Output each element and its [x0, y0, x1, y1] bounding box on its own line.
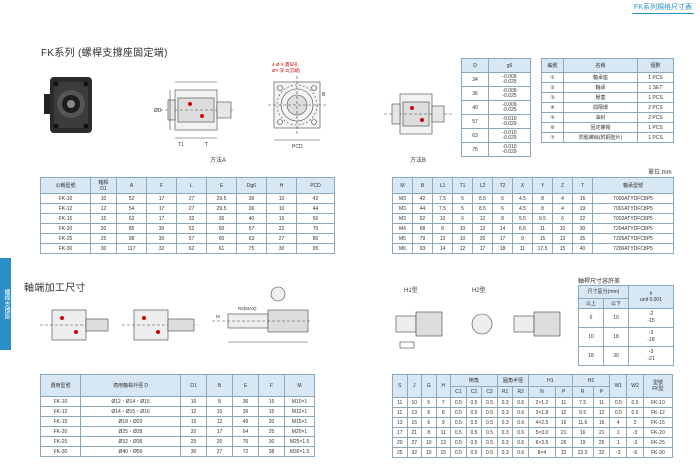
- method-b-drawing: [384, 93, 452, 135]
- svg-text:B: B: [322, 92, 326, 98]
- side-tab[interactable]: 螺桿支撐座: [0, 258, 11, 350]
- h2-label: H2型: [472, 288, 486, 294]
- fit-header-d: D: [461, 58, 489, 73]
- section-header: FK系列規格尺寸表: [632, 2, 694, 14]
- fit-header-g6: g6: [488, 58, 531, 73]
- method-a-drawing: ØD T1 T: [154, 81, 234, 148]
- shaft-end-title: 軸端加工尺寸: [24, 283, 86, 294]
- product-photo: [44, 77, 92, 133]
- h1-label: H1型: [404, 288, 418, 294]
- svg-text:T: T: [205, 142, 208, 148]
- method-a-front-view: 4-Ø X 貫穿孔 ØY 深 Z(沉頭) B PCD: [268, 61, 326, 150]
- unit-label: 單位:mm: [648, 170, 672, 176]
- tolerance-title: 軸桿尺寸容許差: [578, 279, 621, 285]
- r-max-label: R2(MAX): [238, 306, 257, 311]
- svg-text:T1: T1: [178, 142, 184, 148]
- page-title: FK系列 (螺桿支撐座固定端): [41, 48, 168, 59]
- svg-text:PCD: PCD: [292, 144, 303, 150]
- method-a-caption: 方法A: [210, 158, 227, 164]
- m-label: M: [216, 314, 220, 319]
- h-type-drawings: [395, 311, 561, 349]
- method-b-caption: 方法B: [410, 158, 427, 164]
- phi-d-label: ØD: [154, 108, 162, 114]
- svg-text:ØY 深 Z(沉頭): ØY 深 Z(沉頭): [272, 67, 301, 74]
- shaft-end-detail: M R2(MAX): [212, 286, 312, 343]
- shaft-assembly-drawings: [40, 309, 198, 341]
- holes-note: 4-Ø X 貫穿孔: [272, 61, 299, 68]
